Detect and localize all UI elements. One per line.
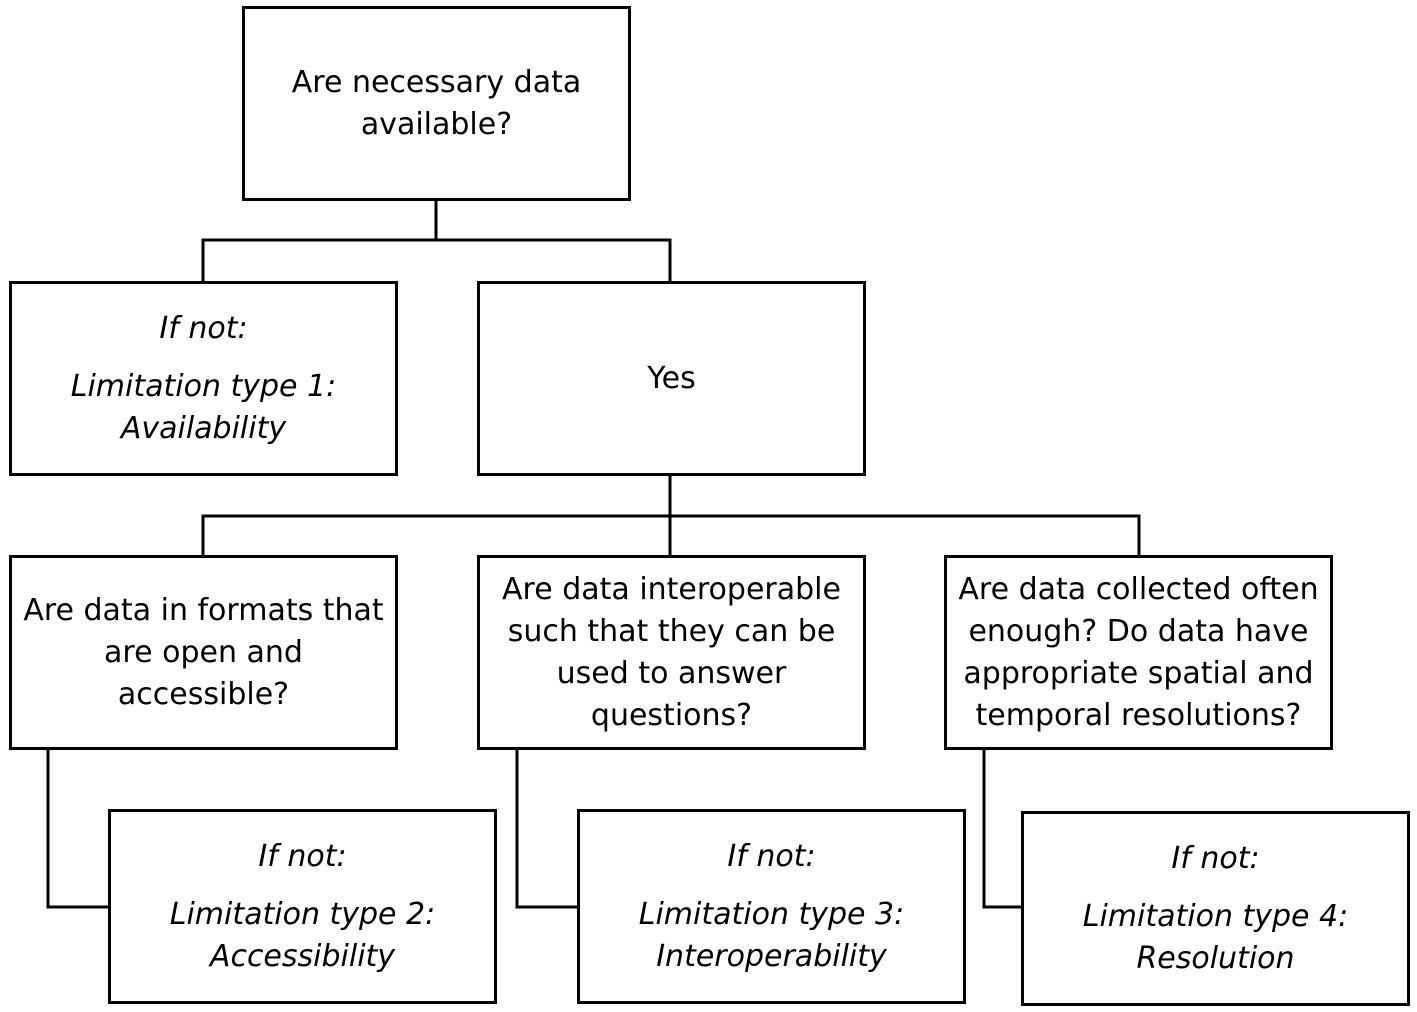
limitation-2-if-not: If not: [258, 838, 347, 874]
limitation-1-label: Limitation type 1: Availability [70, 368, 337, 446]
limitation-1-box: If not: Limitation type 1: Availability [9, 281, 398, 476]
interoperability-question-box: Are data interoperable such that they ca… [477, 555, 866, 750]
limitation-2-label: Limitation type 2: Accessibility [169, 896, 436, 974]
limitation-3-label: Limitation type 3: Interoperability [638, 896, 905, 974]
limitation-2-box: If not: Limitation type 2: Accessibility [108, 809, 497, 1004]
resolution-question-text: Are data collected often enough? Do data… [958, 571, 1319, 733]
limitation-4-if-not: If not: [1171, 840, 1260, 876]
limitation-3-if-not: If not: [727, 838, 816, 874]
accessibility-question-text: Are data in formats that are open and ac… [23, 592, 384, 712]
limitation-1-if-not: If not: [159, 310, 248, 346]
resolution-question-box: Are data collected often enough? Do data… [944, 555, 1333, 750]
limitation-3-box: If not: Limitation type 3: Interoperabil… [577, 809, 966, 1004]
root-question-text: Are necessary data available? [291, 64, 582, 142]
limitation-4-box: If not: Limitation type 4: Resolution [1021, 811, 1410, 1006]
yes-label: Yes [647, 360, 696, 396]
interoperability-question-text: Are data interoperable such that they ca… [502, 571, 841, 733]
limitation-4-label: Limitation type 4: Resolution [1082, 898, 1349, 976]
accessibility-question-box: Are data in formats that are open and ac… [9, 555, 398, 750]
root-question-box: Are necessary data available? [242, 6, 631, 201]
yes-box: Yes [477, 281, 866, 476]
